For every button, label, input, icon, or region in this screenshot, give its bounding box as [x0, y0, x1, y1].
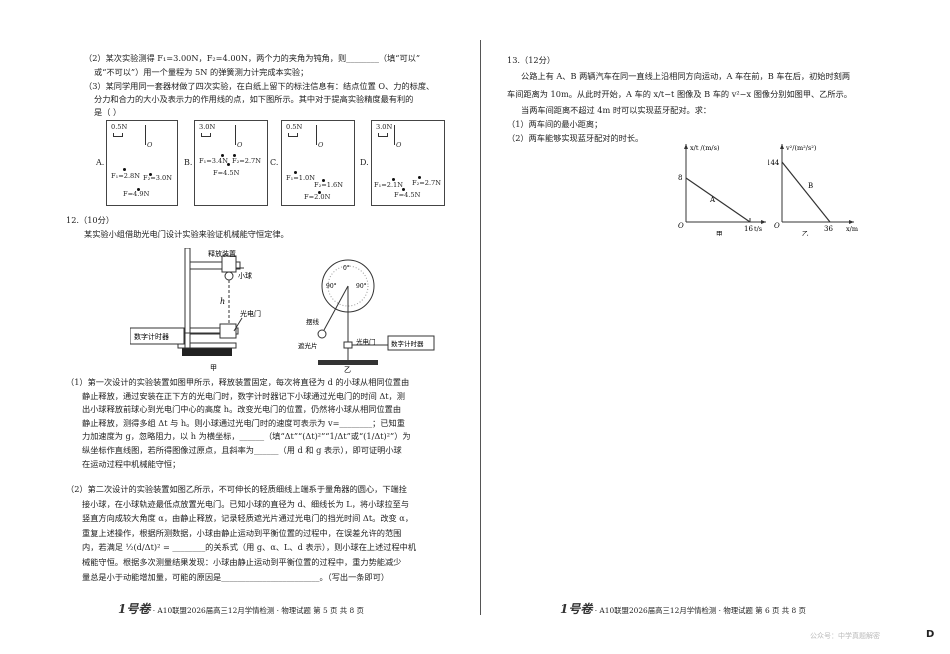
- graph-yi-origin: O: [774, 222, 780, 230]
- graph-jia-xlabel: t/s: [754, 225, 762, 233]
- graph-yi-y0: 144: [768, 159, 780, 167]
- q13-line: 车间距离为 10m。从此时开始，A 车的 x/t−t 图像及 B 车的 v²−x…: [507, 89, 852, 99]
- option-a-scale: 0.5N: [111, 123, 128, 131]
- option-c-f: F=2.0N: [304, 193, 331, 201]
- q12-p1-line: 在运动过程中机械能守恒；: [82, 458, 181, 469]
- option-c-label: C.: [270, 158, 279, 167]
- option-b-o: O: [237, 141, 243, 149]
- option-a-o: O: [147, 141, 153, 149]
- watermark: 公众号：中学真题解密: [810, 632, 880, 640]
- option-c-o: O: [318, 141, 324, 149]
- q12-p2-line: 重复上述操作，根据所测数据，小球由静止运动到平衡位置的过程中，在误差允许的范围: [82, 527, 402, 538]
- graph-jia-x0: 16: [744, 225, 753, 233]
- q12-p2-line: 接小球，在小球轨迹最低点放置光电门。已知小球的直径为 d、细线长为 L，将小球拉…: [82, 498, 410, 509]
- yi-deg90-left: 90°: [326, 283, 337, 290]
- option-b-scale: 3.0N: [199, 123, 216, 131]
- graph-yi-xlabel: x/m: [846, 225, 858, 233]
- option-d-label: D.: [360, 158, 369, 167]
- q12-p2-line: 竖直方向成较大角度 α，由静止释放，记录轻质遮光片通过光电门的挡光时间 Δt。改…: [82, 513, 414, 524]
- figure-yi: 0° 90° 90° 摆线 遮光片 光电门 数字计时器 乙: [298, 259, 435, 374]
- option-c-scale: 0.5N: [286, 123, 303, 131]
- option-c-f2: F₂=1.6N: [314, 181, 343, 189]
- q13-line: 当两车间距离不超过 4m 时可以实现蓝牙配对。求：: [521, 105, 712, 115]
- q12-part1: （1）第一次设计的实验装置如图甲所示，释放装置固定，每次将直径为 d 的小球从相…: [66, 376, 411, 471]
- jia-timer-label: 数字计时器: [134, 332, 169, 341]
- brand-logo: 1号卷: [118, 602, 151, 616]
- option-d-scale: 3.0N: [376, 123, 393, 131]
- q12-p1-line: 出小球释放前球心到光电门中心的高度 h。改变光电门的位置，仍然将小球从相同位置由: [82, 404, 402, 415]
- option-a-label: A.: [96, 158, 105, 167]
- right-footer-text: · A10联盟2026届高三12月学情检测 · 物理试题 第 6 页 共 8 页: [594, 606, 806, 615]
- option-b-f: F=4.5N: [213, 169, 240, 177]
- option-b-f2: F₂=2.7N: [232, 157, 261, 165]
- option-d-f2: F₂=2.7N: [412, 179, 441, 187]
- yi-caption: 乙: [344, 366, 351, 374]
- q11-part3-line2: 分力和合力的大小及表示力的作用线的点，如下图所示。其中对于提高实验精度最有利的: [94, 94, 414, 104]
- option-a-f2: F₂=3.0N: [143, 174, 172, 182]
- graph-jia-caption: 甲: [716, 230, 723, 236]
- graph-yi: v²/(m²/s²) 144 B O 36 x/m 乙: [768, 144, 858, 236]
- q13-line: （1）两车间的最小距离；: [507, 119, 603, 129]
- q13-line: （2）两车能够实现蓝牙配对的时长。: [507, 133, 644, 143]
- jia-fixer-label: 释放装置: [208, 249, 236, 258]
- option-c-f1: F₁=1.0N: [286, 174, 315, 182]
- option-a-box: 0.5N O F₁=2.8N F₂=3.0N F=4.9N: [106, 120, 178, 206]
- graph-yi-x0: 36: [824, 225, 833, 233]
- q12-title: 12.（10分）: [66, 215, 115, 225]
- option-a-f: F=4.9N: [123, 190, 150, 198]
- q12-intro: 某实验小组借助光电门设计实验来验证机械能守恒定律。: [84, 229, 289, 239]
- yi-timer-label: 数字计时器: [391, 339, 424, 348]
- graph-jia-line: A: [709, 196, 716, 204]
- jia-h-label: h: [220, 297, 225, 306]
- yi-shade-label: 遮光片: [298, 341, 318, 350]
- graph-yi-line: B: [808, 182, 813, 190]
- option-d-f: F=4.5N: [394, 191, 421, 199]
- graph-jia-ylabel: x/t /(m/s): [690, 144, 720, 152]
- yi-gate-label: 光电门: [356, 337, 376, 346]
- q13-line: 公路上有 A、B 两辆汽车在同一直线上沿相同方向运动，A 车在前，B 车在后，初…: [521, 71, 851, 81]
- yi-deg0: 0°: [343, 265, 350, 272]
- q12-p1-line: （1）第一次设计的实验装置如图甲所示，释放装置固定，每次将直径为 d 的小球从相…: [66, 377, 410, 387]
- option-b-box: 3.0N O F₁=3.4N F₂=2.7N F=4.5N: [194, 120, 268, 206]
- q12-p1-line: 静止释放，测得多组 Δt 与 h。则小球通过光电门时的速度可表示为 v=____…: [82, 417, 405, 428]
- q11-part3-line3: 是（ ）: [94, 107, 122, 117]
- q11-part3-line1: （3）某同学用同一套器材做了四次实验，在白纸上留下的标注信息有：结点位置 O、力…: [84, 81, 435, 91]
- brand-logo: 1号卷: [560, 602, 593, 616]
- q12-part2: （2）第二次设计的实验装置如图乙所示，不可伸长的轻质细线上端系于量角器的圆心，下…: [66, 482, 416, 584]
- jia-ball-label: 小球: [238, 271, 252, 280]
- q12-p1-line: 纵坐标作直线图，若所得图像过原点，且斜率为______（用 d 和 g 表示），…: [82, 444, 402, 455]
- left-footer-text: · A10联盟2026届高三12月学情检测 · 物理试题 第 5 页 共 8 页: [152, 606, 364, 615]
- option-c-box: 0.5N O F₁=1.0N F₂=1.6N F=2.0N: [281, 120, 355, 206]
- option-b-label: B.: [184, 158, 193, 167]
- q11-part2-line1: （2）某次实验测得 F₁=3.00N，F₂=4.00N，两个力的夹角为钝角，则_…: [84, 53, 421, 63]
- q12-p2-line: （2）第二次设计的实验装置如图乙所示，不可伸长的轻质细线上端系于量角器的圆心，下…: [66, 484, 407, 494]
- q12-p1-line: 静止释放，通过安装在正下方的光电门时，数字计时器记下小球通过光电门的时间 Δt，…: [82, 390, 405, 401]
- q12-p1-line: 力加速度为 g，忽略阻力，以 h 为横坐标，______（填“Δt”“(Δt)²…: [82, 431, 411, 442]
- graph-yi-ylabel: v²/(m²/s²): [785, 144, 817, 152]
- corner-letter: D: [926, 629, 935, 640]
- graph-jia-origin: O: [678, 222, 684, 230]
- figure-jia: 释放装置 小球 h 光电门 数字计时器 甲: [130, 248, 261, 372]
- q12-p2-line: 内，若满足 ½(d/Δt)² = ________的关系式（用 g、α、L、d …: [82, 542, 417, 553]
- option-d-box: 3.0N O F₁=2.1N F₂=2.7N F=4.5N: [371, 120, 445, 206]
- graph-jia-y0: 8: [678, 174, 682, 182]
- option-d-f1: F₁=2.1N: [374, 181, 403, 189]
- q11-part2-line2: 或“不可以”）用一个量程为 5N 的弹簧测力计完成本实验；: [94, 67, 309, 77]
- q13-title: 13.（12分）: [507, 55, 556, 65]
- option-b-f1: F₁=3.4N: [199, 157, 228, 165]
- yi-string-label: 摆线: [306, 317, 320, 326]
- right-footer: 1号卷 · A10联盟2026届高三12月学情检测 · 物理试题 第 6 页 共…: [560, 600, 806, 617]
- jia-gate-label: 光电门: [240, 309, 261, 318]
- option-a-f1: F₁=2.8N: [111, 172, 140, 180]
- graph-jia: x/t /(m/s) 8 A O 16 t/s 甲: [678, 144, 766, 236]
- q12-p2-line: 量总是小于动能增加量，可能的原因是_______________________…: [82, 571, 390, 582]
- page-divider: [480, 40, 481, 615]
- q12-p2-line: 械能守恒。根据多次测量结果发现：小球由静止运动到平衡位置的过程中，重力势能减少: [82, 556, 402, 567]
- left-footer: 1号卷 · A10联盟2026届高三12月学情检测 · 物理试题 第 5 页 共…: [118, 600, 364, 617]
- jia-caption: 甲: [210, 364, 217, 372]
- yi-deg90-right: 90°: [356, 283, 367, 290]
- option-d-o: O: [396, 141, 402, 149]
- graph-yi-caption: 乙: [802, 230, 809, 236]
